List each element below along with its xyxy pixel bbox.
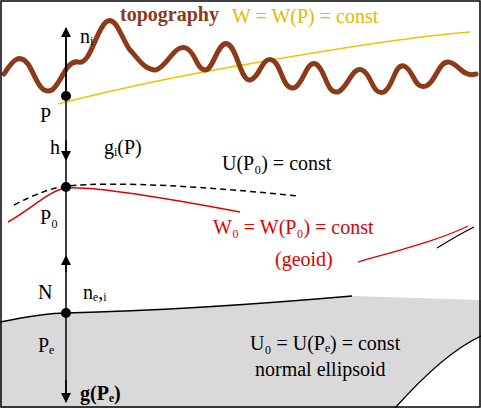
- ellipsoid-label: normal ellipsoid: [255, 358, 386, 381]
- normal-gravity-label: g(Pₑ): [80, 382, 121, 405]
- undulation-label: N: [38, 281, 52, 304]
- normal-vector-label: nₑ,ᵢ: [83, 281, 106, 304]
- gravity-label: gᵢ(P): [104, 136, 142, 159]
- vector-label: nᵢ: [80, 25, 93, 48]
- geoid-potential-label: W₀ = W(P₀) = const: [213, 216, 374, 239]
- normal-potential-label: U(P₀) = const: [222, 152, 331, 175]
- height-label: h: [50, 136, 60, 159]
- point-label: P: [40, 104, 51, 127]
- point-label: P₀: [40, 206, 58, 229]
- point-label: Pₑ: [38, 334, 54, 357]
- ellipsoid-potential-label: U₀ = U(Pₑ) = const: [250, 332, 400, 355]
- topography-label: topography: [120, 3, 219, 26]
- geoid-label: (geoid): [275, 248, 333, 271]
- equipotential-label: W = W(P) = const: [232, 5, 378, 28]
